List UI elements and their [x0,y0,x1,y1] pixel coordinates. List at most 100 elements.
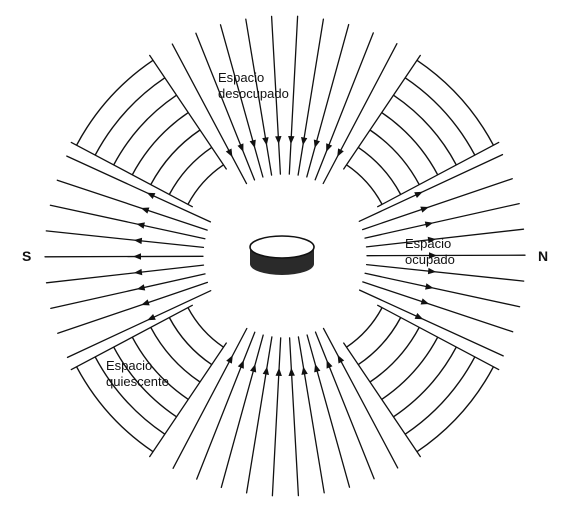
field-line-top [219,24,264,178]
field-line-top-arrow [225,148,233,158]
sector-boundary-line [343,342,421,458]
north-pole-label: N [538,248,548,264]
quiescent-space-label-line1: Espacio [106,358,152,373]
field-line-bottom [196,331,256,480]
field-line-right-arrow [420,206,429,213]
quiescent-arcs-lower-left [168,317,213,366]
field-line-bottom-arrow [275,367,282,376]
field-line-right [361,178,513,231]
quiescent-arcs-upper-right [416,59,495,146]
field-line-left-arrow [141,299,150,306]
field-line-top [322,43,398,185]
quiescent-arcs-lower-right [416,366,495,453]
quiescent-arcs-upper-right [369,129,420,185]
field-line-bottom-arrow [250,364,257,373]
quiescent-arcs-lower-right [369,327,420,383]
field-line-right-arrow [414,313,424,320]
quiescent-arcs-upper-left [94,77,166,156]
central-magnet [249,235,315,275]
field-line-left [49,204,206,240]
field-line-top [288,15,299,175]
field-line-right-arrow [427,267,437,275]
field-line-left-arrow [146,192,156,199]
sector-boundary-line [377,141,500,208]
field-line-right [364,272,521,308]
field-line-top-arrow [326,143,333,152]
quiescent-arcs-lower-left [75,366,154,453]
field-line-top [195,32,256,181]
field-line-left-arrow [133,253,141,260]
field-line-left-arrow [133,268,143,276]
quiescent-arcs-upper-right [357,146,402,195]
field-line-right-arrow [420,298,430,305]
occupied-space-label-line2: ocupado [405,252,455,267]
quiescent-arcs-upper-right [381,112,439,176]
field-line-right-arrow [429,252,437,259]
quiescent-arcs-upper-right [346,164,383,205]
quiescent-arcs-lower-left [131,336,189,400]
field-line-right [358,289,504,357]
quiescent-arcs-lower-right [404,356,476,435]
field-line-bottom [297,336,325,494]
field-line-top [314,32,374,181]
field-line-bottom-arrow [288,367,295,376]
field-line-left [44,255,204,258]
field-line-left [66,155,212,223]
field-line-left [57,281,209,334]
field-line-bottom [288,337,300,497]
field-line-bottom [172,327,248,469]
field-line-right [358,153,504,222]
field-line-bottom [322,327,399,469]
quiescent-arcs-upper-left [113,94,177,166]
quiescent-arcs-upper-left [168,146,213,195]
field-line-right-arrow [427,236,437,244]
unoccupied-space-label-line1: Espacio [218,70,264,85]
sector-boundary-line [70,141,193,208]
field-line-left [50,273,206,310]
field-line-bottom [306,334,351,488]
sector-boundary-line [149,342,227,458]
field-line-left-arrow [136,222,145,229]
field-line-left [45,264,205,284]
quiescent-arcs-upper-right [404,77,476,156]
field-line-top-arrow [301,137,308,146]
quiescent-arcs-lower-right [381,336,439,400]
quiescent-arcs [70,54,500,458]
sector-boundary-line [149,54,227,170]
field-line-right [366,254,526,257]
quiescent-arcs-lower-right [393,346,457,418]
field-line-left-arrow [147,314,156,321]
field-lines [44,15,526,497]
field-line-top [171,43,248,185]
quiescent-arcs-lower-right [346,307,383,348]
field-line-left-arrow [136,284,146,291]
field-line-bottom [245,336,273,494]
field-line-right-arrow [425,283,434,290]
unoccupied-space-label-line2: desocupado [218,86,289,101]
field-line-bottom [314,331,375,480]
field-line-top [306,23,350,178]
field-line-bottom [220,334,264,489]
quiescent-arcs-upper-left [150,129,201,185]
field-line-bottom-arrow [301,366,308,375]
field-line-right [365,228,525,248]
field-line-bottom-arrow [226,355,233,364]
field-line-top [270,15,282,175]
field-line-left-arrow [140,207,150,214]
field-line-right [365,263,525,282]
quiescent-arcs-lower-right [357,317,402,366]
field-line-top-arrow [237,143,244,152]
quiescent-space-label-line2: quiescente [106,374,169,389]
field-line-top-arrow [313,139,320,148]
quiescent-arcs-lower-left [150,327,201,383]
south-pole-label: S [22,248,31,264]
quiescent-arcs-lower-left [113,346,177,418]
occupied-space-label-line1: Espacio [405,236,451,251]
quiescent-arcs-upper-left [131,112,189,176]
field-line-top [297,18,325,176]
field-line-top-arrow [262,137,269,146]
quiescent-arcs-upper-left [187,164,224,205]
sector-boundary-line [343,54,421,170]
quiescent-arcs-upper-left [75,59,154,146]
field-line-right-arrow [424,221,434,228]
